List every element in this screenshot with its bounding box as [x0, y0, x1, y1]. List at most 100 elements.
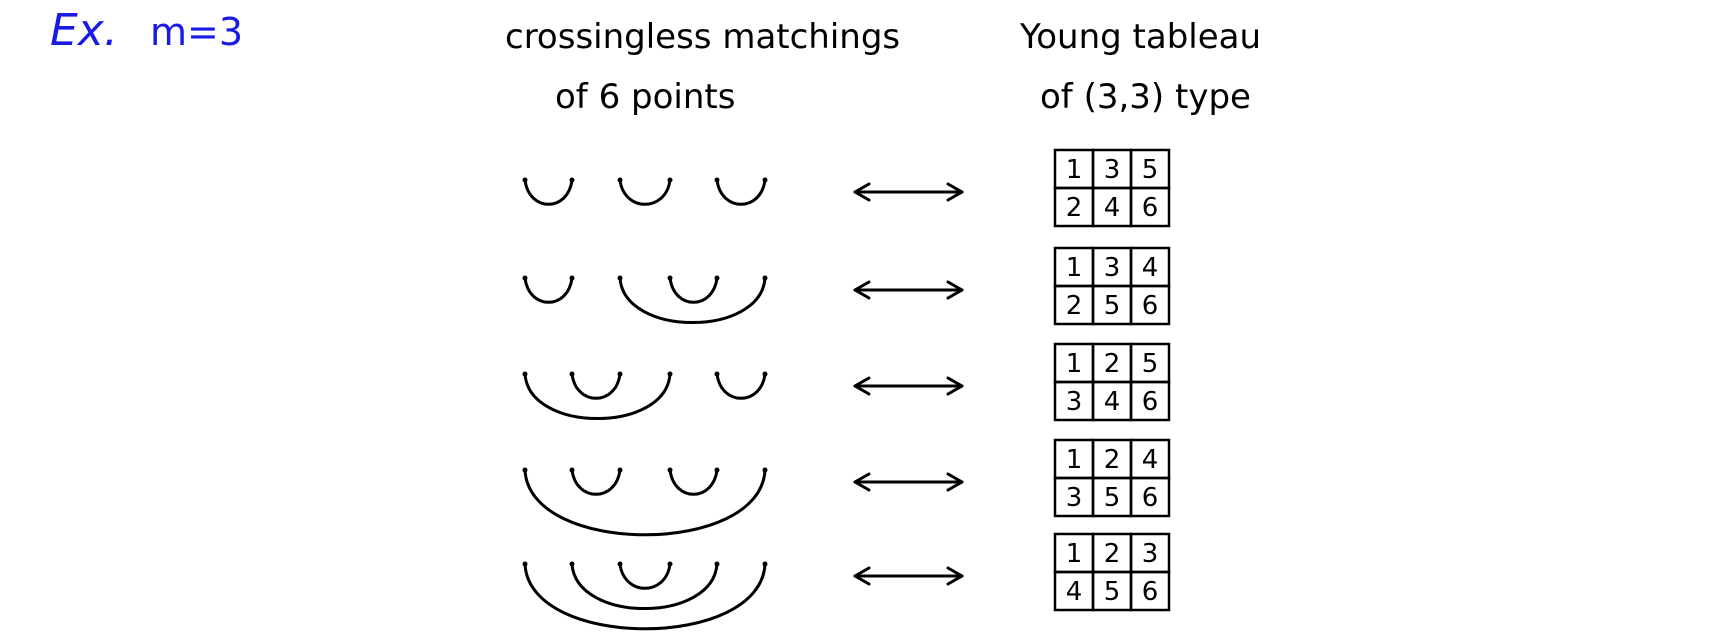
matching-point — [667, 371, 673, 377]
tableau-entry: 2 — [1104, 349, 1121, 379]
crossingless-matching — [522, 371, 768, 420]
matching-arc — [715, 178, 767, 206]
tableau-cell — [1129, 186, 1171, 228]
matching-point — [569, 177, 575, 183]
matching-arc — [715, 372, 767, 400]
tableau-heading-line1: Young tableau — [1019, 17, 1261, 57]
tableau-cell — [1129, 476, 1171, 518]
matching-point — [714, 371, 720, 377]
matching-point — [569, 467, 575, 473]
matching-arc — [570, 562, 719, 610]
matching-arc — [523, 562, 767, 631]
tableau-entry: 1 — [1066, 349, 1083, 379]
matchings-heading-line1: crossingless matchings — [505, 17, 900, 57]
tableau-entry: 2 — [1104, 445, 1121, 475]
matching-point — [762, 467, 768, 473]
tableau-entry: 3 — [1066, 387, 1083, 417]
matching-point — [714, 177, 720, 183]
tableau-cell — [1129, 284, 1171, 326]
tableau-entry: 1 — [1066, 253, 1083, 283]
matching-point — [522, 371, 528, 377]
matching-point — [522, 275, 528, 281]
matching-point — [667, 467, 673, 473]
tableau-entry: 5 — [1104, 577, 1121, 607]
tableau-entry: 2 — [1066, 193, 1083, 223]
left-right-arrow-icon — [853, 472, 964, 492]
tableau-entry: 6 — [1142, 387, 1159, 417]
matching-point — [617, 467, 623, 473]
matching-arc — [523, 276, 574, 304]
tableau-entry: 4 — [1066, 577, 1083, 607]
matching-point — [522, 467, 528, 473]
tableau-heading-line2: of (3,3) type — [1040, 77, 1251, 117]
tableau-entry: 4 — [1142, 253, 1159, 283]
matching-arc — [618, 178, 672, 206]
matching-arc — [570, 468, 622, 496]
crossingless-matching — [522, 275, 768, 324]
tableau-cell — [1129, 380, 1171, 422]
tableau-entry: 5 — [1104, 483, 1121, 513]
left-right-arrow-icon — [853, 182, 964, 202]
tableau-entry: 5 — [1142, 155, 1159, 185]
matching-point — [569, 275, 575, 281]
tableau-entry: 6 — [1142, 193, 1159, 223]
tableau-entry: 1 — [1066, 155, 1083, 185]
left-right-arrow-icon — [853, 376, 964, 396]
matching-point — [569, 561, 575, 567]
parameter-label: m=3 — [150, 10, 243, 54]
tableau-entry: 3 — [1104, 155, 1121, 185]
tableau-entry: 6 — [1142, 291, 1159, 321]
matching-arc — [523, 468, 767, 537]
matching-arc — [618, 276, 767, 324]
matching-arc — [668, 468, 719, 496]
matching-point — [617, 561, 623, 567]
tableau-entry: 2 — [1066, 291, 1083, 321]
crossingless-matching — [522, 467, 768, 537]
matching-point — [762, 371, 768, 377]
matching-arc — [570, 372, 622, 400]
tableau-entry: 1 — [1066, 539, 1083, 569]
matching-point — [569, 371, 575, 377]
matching-point — [617, 371, 623, 377]
matching-point — [617, 177, 623, 183]
matching-point — [667, 275, 673, 281]
matching-point — [667, 561, 673, 567]
matching-arc — [618, 562, 672, 590]
tableau-entry: 3 — [1104, 253, 1121, 283]
left-right-arrow-icon — [853, 280, 964, 300]
tableau-entry: 4 — [1142, 445, 1159, 475]
tableau-cell — [1129, 570, 1171, 612]
matching-point — [522, 561, 528, 567]
matching-point — [617, 275, 623, 281]
tableau-entry: 3 — [1142, 539, 1159, 569]
matching-point — [714, 561, 720, 567]
matching-arc — [523, 372, 672, 420]
tableau-entry: 6 — [1142, 577, 1159, 607]
crossingless-matching — [522, 561, 768, 631]
tableau-entry: 3 — [1066, 483, 1083, 513]
matching-point — [762, 275, 768, 281]
matching-arc — [523, 178, 574, 206]
matching-point — [714, 467, 720, 473]
tableau-entry: 6 — [1142, 483, 1159, 513]
matchings-heading-line2: of 6 points — [555, 77, 735, 117]
matching-point — [762, 561, 768, 567]
matching-point — [667, 177, 673, 183]
tableau-entry: 5 — [1142, 349, 1159, 379]
left-right-arrow-icon — [853, 566, 964, 586]
tableau-entry: 2 — [1104, 539, 1121, 569]
matching-point — [522, 177, 528, 183]
example-label: Ex. — [50, 5, 118, 56]
matching-arc — [668, 276, 719, 304]
